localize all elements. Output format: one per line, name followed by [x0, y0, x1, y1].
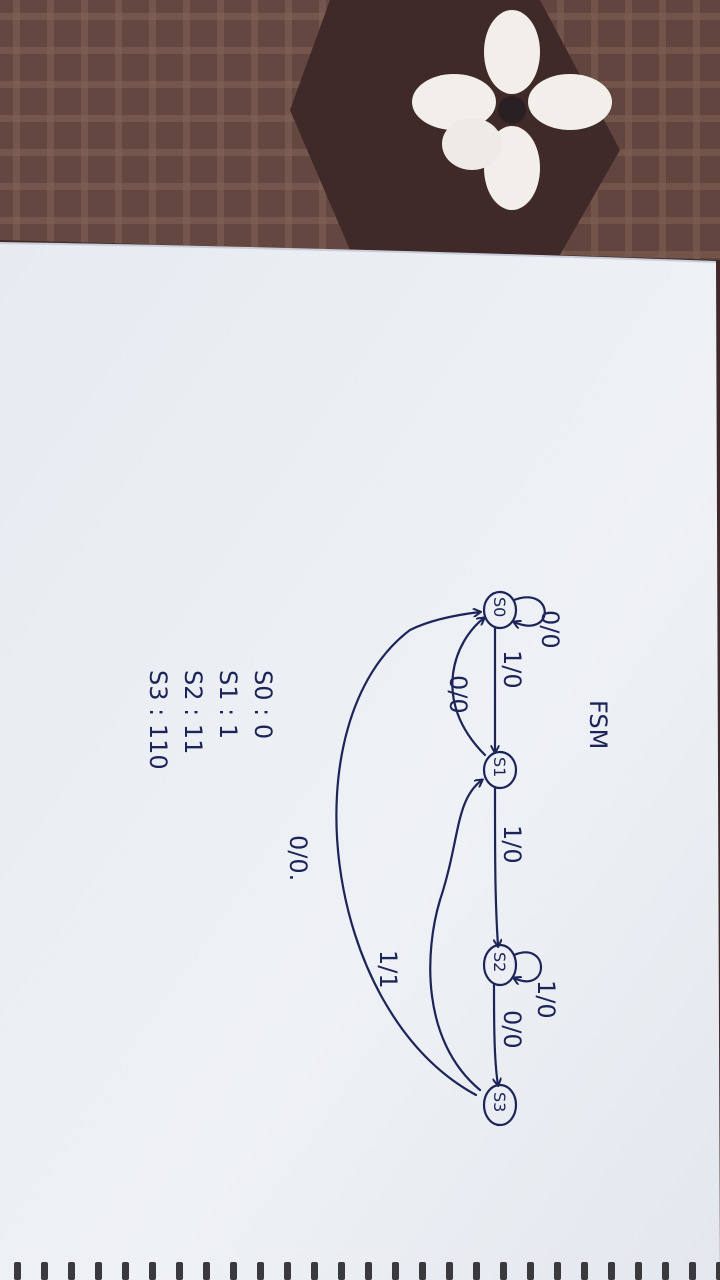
edge-s3-s1: [429, 780, 482, 1092]
edge-s0-self: [514, 596, 546, 625]
spiral-ring: [149, 1262, 156, 1280]
label-s3-s1: 1/1: [374, 950, 402, 989]
spiral-ring: [41, 1262, 48, 1280]
spiral-ring: [14, 1262, 21, 1280]
spiral-ring: [311, 1262, 318, 1280]
state-s0: [482, 590, 518, 630]
edge-s1-s2: [495, 786, 498, 946]
label-s1-s2: 1/0: [498, 825, 526, 864]
label-s3-s0: 0/0.: [284, 835, 312, 881]
spiral-ring: [446, 1262, 453, 1280]
encoding-s3: S3 : 110: [144, 670, 172, 770]
label-s2-self: 1/0: [532, 980, 560, 1019]
label-s0-s1: 1/0: [498, 650, 526, 689]
spiral-ring: [230, 1262, 237, 1280]
spiral-ring: [365, 1262, 372, 1280]
encoding-list: S0 : 0 S1 : 1 S2 : 11 S3 : 110: [144, 670, 277, 770]
spiral-ring: [581, 1262, 588, 1280]
spiral-ring: [392, 1262, 399, 1280]
spiral-ring: [635, 1262, 642, 1280]
spiral-ring: [176, 1262, 183, 1280]
fabric-background: [0, 0, 720, 280]
state-s3-label: S3: [490, 1092, 509, 1112]
state-s2-label: S2: [490, 952, 509, 972]
spiral-ring: [662, 1262, 669, 1280]
edge-s3-s0: [335, 612, 480, 1097]
edge-s1-s0: [451, 618, 485, 757]
spiral-ring: [554, 1262, 561, 1280]
spiral-ring: [608, 1262, 615, 1280]
page-shadow: [0, 242, 717, 263]
spiral-ring: [527, 1262, 534, 1280]
spiral-ring: [500, 1262, 507, 1280]
encoding-s0: S0 : 0: [249, 670, 277, 739]
diagram-title: FSM: [584, 700, 612, 749]
state-s0-label: S0: [490, 597, 509, 617]
label-s1-s0: 0/0: [444, 675, 472, 714]
state-s1-label: S1: [490, 757, 509, 777]
spiral-ring: [203, 1262, 210, 1280]
spiral-ring: [419, 1262, 426, 1280]
state-s1: [482, 750, 518, 790]
spiral-ring: [338, 1262, 345, 1280]
encoding-s2: S2 : 11: [179, 670, 207, 754]
edge-s2-self: [514, 951, 543, 981]
label-s0-self: 0/0: [536, 610, 564, 649]
label-s2-s3: 0/0: [498, 1010, 526, 1049]
edge-s2-s3: [494, 983, 498, 1085]
spiral-ring: [95, 1262, 102, 1280]
spiral-ring: [689, 1262, 696, 1280]
spiral-binding: [14, 1262, 720, 1280]
notebook-page: [0, 243, 720, 1280]
spiral-ring: [473, 1262, 480, 1280]
spiral-ring: [122, 1262, 129, 1280]
flower-print: [412, 10, 612, 210]
spiral-ring: [284, 1262, 291, 1280]
spiral-ring: [716, 1262, 720, 1280]
encoding-s1: S1 : 1: [214, 670, 242, 739]
spiral-ring: [257, 1262, 264, 1280]
spiral-ring: [68, 1262, 75, 1280]
fsm-diagram: FSM S0 S1 S2 S3 0/0 1/0 0/0 1/0 1/0 0/0 …: [144, 590, 612, 1127]
